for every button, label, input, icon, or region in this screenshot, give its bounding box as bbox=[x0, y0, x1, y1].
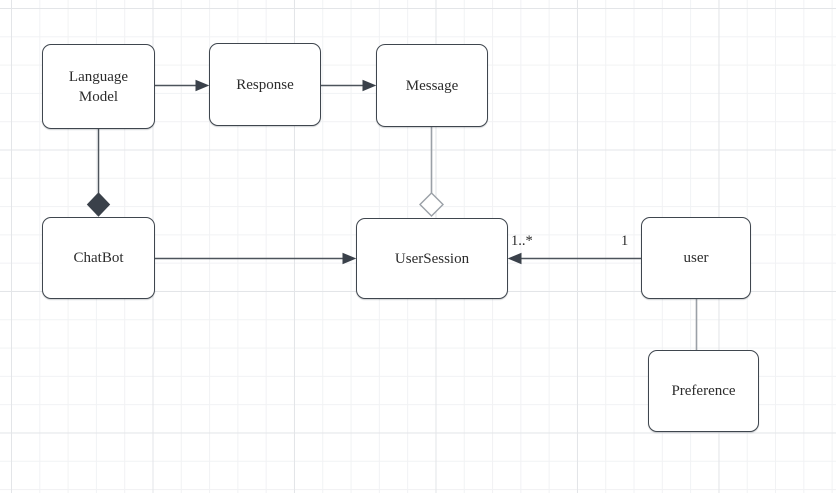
arrowhead-icon bbox=[342, 252, 357, 265]
arrowhead-icon bbox=[195, 79, 210, 92]
edge-language-model-to-chatbot-composition[interactable] bbox=[86, 129, 111, 217]
arrowhead-icon bbox=[507, 252, 522, 265]
node-usersession[interactable]: UserSession bbox=[356, 218, 508, 299]
node-preference[interactable]: Preference bbox=[648, 350, 759, 432]
composition-diamond-icon bbox=[86, 192, 111, 217]
node-message[interactable]: Message bbox=[376, 44, 488, 127]
node-label: Message bbox=[405, 77, 459, 94]
node-chatbot[interactable]: ChatBot bbox=[42, 217, 155, 299]
edge-message-to-usersession-aggregation[interactable] bbox=[419, 127, 444, 217]
node-label: Preference bbox=[671, 383, 736, 399]
node-label: Language Model bbox=[68, 68, 129, 105]
multiplicity-label-target: 1..* bbox=[511, 233, 533, 249]
edge-response-to-message[interactable] bbox=[321, 79, 377, 92]
edge-chatbot-to-usersession[interactable] bbox=[155, 252, 357, 265]
node-language-model[interactable]: Language Model bbox=[42, 44, 155, 129]
node-response[interactable]: Response bbox=[209, 43, 321, 126]
node-user[interactable]: user bbox=[641, 217, 751, 299]
arrowhead-icon bbox=[362, 79, 377, 92]
edge-user-to-usersession[interactable] bbox=[507, 252, 641, 265]
node-label: ChatBot bbox=[73, 250, 124, 266]
node-label: user bbox=[683, 250, 709, 266]
edge-language-model-to-response[interactable] bbox=[155, 79, 210, 92]
node-label: Response bbox=[236, 76, 294, 93]
aggregation-diamond-icon bbox=[419, 192, 444, 217]
multiplicity-label-source: 1 bbox=[621, 233, 629, 249]
node-label: UserSession bbox=[394, 250, 470, 267]
